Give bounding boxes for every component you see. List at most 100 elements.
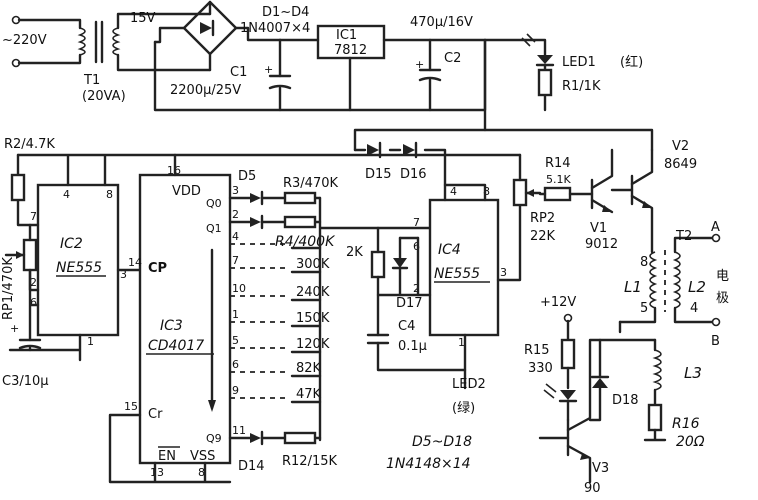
svg-text:1: 1 [87, 335, 94, 348]
d18-label: D18 [612, 393, 639, 408]
output-resistor-value: 300K [296, 257, 330, 272]
led-indicator [543, 383, 578, 422]
c4-name: C4 [398, 319, 415, 334]
counter-pin-label: 11 [232, 424, 246, 437]
potentiometer-rp1: RP1/470K [1, 223, 38, 320]
counter-output-1: 2 [228, 208, 322, 230]
note-line2: 1N4148×14 [386, 456, 471, 472]
svg-text:8: 8 [483, 185, 490, 198]
t2-pin4: 4 [690, 301, 698, 316]
electrode-terminals: A B 电 极 [711, 220, 729, 349]
c2-value: 470μ/16V [410, 15, 473, 30]
r16-value: 20Ω [676, 434, 705, 450]
diode-d18: D18 [588, 338, 639, 422]
output-diode [250, 433, 261, 443]
counter-pin-label: 3 [232, 184, 239, 197]
bridge-part: 1N4007×4 [240, 21, 310, 36]
svg-text:+: + [415, 58, 424, 71]
rp2-name: RP2 [530, 211, 555, 226]
d15-label: D15 [365, 167, 392, 182]
svg-text:3: 3 [120, 268, 127, 281]
r16-name: R16 [672, 416, 700, 432]
svg-text:7: 7 [30, 210, 37, 223]
svg-text:+: + [264, 63, 273, 76]
supply-12v: +12V [540, 295, 576, 342]
electrode-label-2: 极 [716, 291, 729, 306]
transformer-t1: T1 (20VA) 15V [77, 11, 212, 104]
ic3-cr: Cr [148, 407, 163, 422]
transistor-v1: V1 9012 [585, 148, 618, 252]
ic2-name: IC2 [60, 236, 83, 252]
svg-text:6: 6 [30, 296, 37, 309]
r14-value: 5.1K [546, 173, 571, 186]
svg-text:15: 15 [124, 400, 138, 413]
r13-value: 2K [346, 245, 363, 260]
svg-text:8: 8 [106, 188, 113, 201]
ic2-timer: IC2 NE555 4 8 7 2 6 3 1 [30, 183, 127, 348]
capacitor-c3: + C3/10μ [2, 322, 49, 389]
mains-input: ~220V [2, 15, 82, 68]
electrode-label-1: 电 [716, 269, 729, 284]
ic4-part: NE555 [434, 266, 480, 282]
capacitor-c4: C4 0.1μ [366, 293, 467, 372]
transistor-v3: V3 90 [538, 338, 657, 496]
output-resistor [283, 431, 317, 445]
svg-text:2: 2 [30, 276, 37, 289]
counter-pin-label: 4 [232, 230, 239, 243]
electrode-b: B [711, 334, 720, 349]
mains-label: ~220V [2, 33, 47, 48]
v2-part: 8649 [664, 157, 697, 172]
d16-label: D16 [400, 167, 427, 182]
ic3-en: EN [158, 449, 176, 464]
r15-value: 330 [528, 361, 553, 376]
counter-pin-label: 6 [232, 358, 239, 371]
svg-text:8: 8 [198, 466, 205, 479]
d5-label: D5 [238, 169, 256, 184]
c3-label: C3/10μ [2, 374, 49, 389]
r4-label: R4/400K [275, 234, 336, 250]
t2-l1: L1 [624, 278, 642, 296]
led2-name: LED2 [452, 377, 486, 392]
ic3-vdd: VDD [172, 184, 201, 199]
counter-pin-label: 5 [232, 334, 239, 347]
ic3-q9: Q9 [206, 432, 222, 445]
t1-name: T1 [83, 73, 100, 88]
led1-name: LED1 [562, 55, 596, 70]
counter-output-2: 4 [230, 230, 322, 250]
c2-name: C2 [444, 51, 461, 66]
counter-pin-label: 1 [232, 308, 239, 321]
ic4-name: IC4 [438, 242, 461, 258]
t2-l2: L2 [688, 278, 706, 296]
diode-d17: D17 [391, 236, 423, 311]
resistor-r14: R14 5.1K [538, 156, 594, 202]
output-diode [250, 217, 261, 227]
v3-part: 90 [584, 481, 601, 496]
counter-pin-label: 10 [232, 282, 246, 295]
svg-text:3: 3 [500, 266, 507, 279]
d17-label: D17 [396, 296, 423, 311]
transformer-t2: T2 L1 L2 8 5 4 [618, 229, 714, 324]
r3-label: R3/470K [283, 176, 338, 191]
ic1-part: 7812 [334, 43, 367, 58]
svg-text:6: 6 [413, 240, 420, 253]
resistor-r16: R16 20Ω [643, 403, 705, 450]
r1-label: R1/1K [562, 79, 601, 94]
v1-part: 9012 [585, 237, 618, 252]
l3-label: L3 [684, 364, 702, 382]
resistor-r15: R15 330 [524, 338, 576, 390]
t1-secondary: 15V [130, 11, 156, 26]
t2-pin8: 8 [640, 255, 648, 270]
t2-name: T2 [675, 229, 692, 244]
svg-text:+: + [10, 322, 19, 335]
transistor-v2: V2 8649 [483, 128, 697, 254]
ic3-name: IC3 [160, 318, 183, 334]
ic3-part: CD4017 [148, 338, 204, 354]
led1-color: (红) [620, 54, 643, 70]
counter-output-9: 11 [228, 424, 322, 446]
d14-label: D14 [238, 459, 265, 474]
